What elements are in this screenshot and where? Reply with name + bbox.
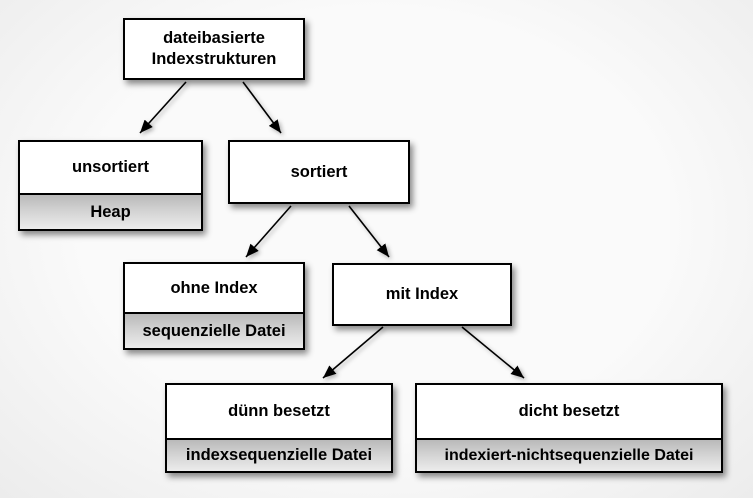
node-duenn-besetzt: dünn besetzt indexsequenzielle Datei	[165, 383, 393, 473]
edge-sortiert-mit	[348, 205, 390, 258]
node-sublabel-heap: Heap	[20, 193, 201, 229]
edge-mit-duenn	[322, 326, 384, 379]
node-label: sortiert	[290, 162, 348, 181]
node-label: unsortiert	[71, 158, 149, 177]
edge-mit-dicht	[461, 326, 525, 379]
edge-root-sortiert	[242, 81, 282, 134]
node-label: mit Index	[385, 285, 459, 304]
node-dateibasierte-indexstrukturen: dateibasierte Indexstrukturen	[123, 18, 305, 80]
node-sortiert: sortiert	[228, 140, 410, 204]
edge-root-unsortiert	[139, 81, 187, 134]
node-ohne-index: ohne Index sequenzielle Datei	[123, 262, 305, 350]
node-label: ohne Index	[170, 278, 258, 297]
edge-sortiert-ohne	[245, 205, 292, 258]
node-sublabel-sequenzielle-datei: sequenzielle Datei	[125, 312, 303, 348]
node-mit-index: mit Index	[332, 263, 512, 326]
node-label: dateibasierte Indexstrukturen	[151, 29, 277, 68]
node-label: dicht besetzt	[518, 402, 620, 421]
node-unsortiert: unsortiert Heap	[18, 140, 203, 231]
node-sublabel-indexsequenzielle-datei: indexsequenzielle Datei	[167, 438, 391, 471]
node-dicht-besetzt: dicht besetzt indexiert-nichtsequenziell…	[415, 383, 723, 473]
node-label: dünn besetzt	[228, 402, 330, 421]
node-sublabel-indexiert-nichtsequenzielle-datei: indexiert-nichtsequenzielle Datei	[417, 438, 721, 471]
